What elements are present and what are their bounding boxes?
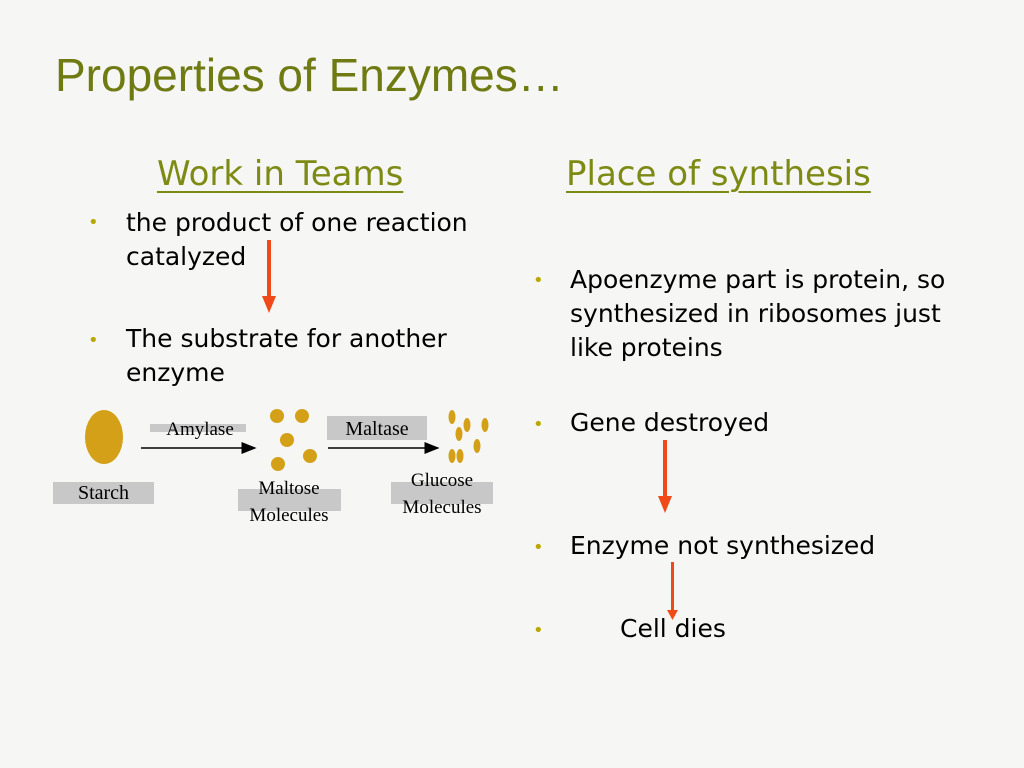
maltase-label: Maltase — [327, 416, 427, 440]
maltose-label: Maltose Molecules — [230, 475, 348, 529]
red-arrow-down-gene — [658, 440, 672, 513]
glucose-molecule — [463, 418, 471, 432]
red-arrow-down-left — [262, 240, 276, 313]
amylase-box — [150, 424, 246, 432]
left-bullet-2: The substrate for another enzyme — [126, 324, 447, 387]
left-bullet-1: the product of one reaction catalyzed — [126, 208, 468, 271]
left-heading: Work in Teams — [157, 154, 404, 194]
glucose-box — [391, 482, 493, 504]
bullet-dot: • — [533, 537, 544, 558]
bullet-dot: • — [533, 414, 544, 435]
red-arrow-down-enzyme — [667, 562, 678, 620]
bullet-dot: • — [88, 330, 99, 351]
right-heading: Place of synthesis — [566, 154, 871, 194]
maltose-label-line2: Molecules — [249, 505, 329, 526]
glucose-molecule — [455, 427, 463, 441]
glucose-molecule — [448, 410, 456, 424]
maltose-label-line1: Maltose — [258, 478, 320, 499]
glucose-molecule — [448, 449, 456, 463]
maltose-molecule — [295, 409, 309, 423]
glucose-label-line1: Glucose — [410, 470, 474, 491]
right-bullet-3: Enzyme not synthesized — [570, 531, 876, 560]
right-bullet-2: Gene destroyed — [570, 408, 770, 437]
maltose-molecule — [270, 409, 284, 423]
glucose-label: Glucose Molecules — [383, 467, 501, 521]
glucose-label-line2: Molecules — [402, 497, 482, 518]
starch-label: Starch — [53, 482, 154, 504]
bullet-dot: • — [533, 270, 544, 291]
glucose-molecule — [473, 439, 481, 453]
maltose-molecule — [303, 449, 317, 463]
right-bullet-1: Apoenzyme part is protein, so synthesize… — [570, 265, 946, 362]
starch-molecule — [85, 410, 123, 464]
maltose-box — [238, 489, 341, 511]
maltose-molecule — [280, 433, 294, 447]
amylase-label: Amylase — [166, 419, 234, 440]
slide-title: Properties of Enzymes… — [55, 49, 564, 101]
glucose-molecule — [481, 418, 489, 432]
glucose-molecule — [456, 449, 464, 463]
bullet-dot: • — [88, 212, 99, 233]
bullet-dot: • — [533, 620, 544, 641]
maltose-molecule — [271, 457, 285, 471]
